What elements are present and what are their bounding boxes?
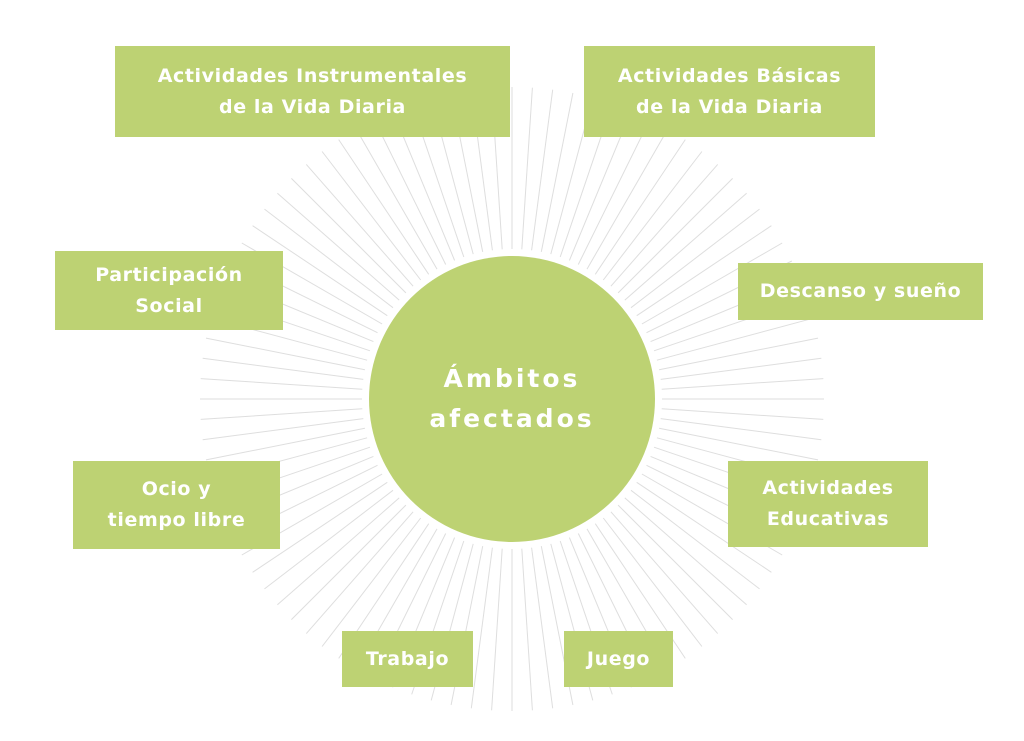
node-label: Actividades Instrumentales de la Vida Di…: [157, 64, 468, 118]
ray-line: [305, 511, 414, 634]
ray-line: [200, 378, 363, 390]
ray-line: [264, 489, 394, 590]
ray-line: [277, 497, 400, 606]
ray-line: [661, 408, 824, 420]
ray-line: [660, 357, 822, 380]
ray-line: [531, 547, 554, 709]
ray-line: [610, 511, 719, 634]
ray-line: [521, 548, 533, 711]
node-label: Participación Social: [95, 263, 243, 317]
node-juego: Juego: [564, 631, 673, 687]
ray-line: [470, 547, 493, 709]
node-label: Actividades Educativas: [762, 477, 894, 530]
ray-line: [540, 92, 574, 252]
ray-line: [321, 151, 422, 281]
node-label: Actividades Básicas de la Vida Diaria: [617, 64, 842, 118]
ray-line: [661, 378, 824, 390]
ray-line: [586, 128, 669, 270]
ray-line: [205, 427, 365, 461]
ray-line: [641, 242, 783, 325]
ray-line: [624, 192, 747, 301]
node-trabajo: Trabajo: [342, 631, 473, 687]
ray-line: [636, 225, 772, 317]
ray-line: [252, 481, 388, 573]
ray-line: [252, 225, 388, 317]
ray-line: [617, 504, 733, 620]
ray-line: [321, 517, 422, 647]
node-label: Ocio y tiempo libre: [107, 478, 246, 531]
ray-line: [291, 178, 407, 294]
node-participacion-social: Participación Social: [55, 251, 283, 330]
ray-line: [531, 89, 554, 251]
ray-line: [355, 128, 438, 270]
ray-line: [659, 337, 819, 371]
ray-line: [594, 139, 686, 275]
ray-line: [291, 504, 407, 620]
node-actividades-educativas: Actividades Educativas: [728, 461, 928, 547]
ray-line: [305, 164, 414, 287]
ray-line: [338, 139, 430, 275]
node-label: Descanso y sueño: [759, 280, 962, 302]
ray-line: [617, 178, 733, 294]
ray-line: [491, 548, 503, 711]
ray-line: [630, 208, 760, 309]
ray-line: [200, 408, 363, 420]
ray-line: [373, 118, 447, 265]
center-circle: Ámbitos afectados: [369, 256, 655, 542]
ray-line: [624, 497, 747, 606]
node-label: Juego: [586, 647, 651, 670]
ray-line: [205, 337, 365, 371]
ray-line: [656, 317, 814, 361]
node-actividades-basicas: Actividades Básicas de la Vida Diaria: [584, 46, 875, 137]
node-label: Trabajo: [365, 647, 450, 670]
ray-line: [202, 418, 364, 441]
ray-line: [602, 151, 703, 281]
ray-line: [264, 208, 394, 309]
center-label: Ámbitos afectados: [429, 364, 595, 433]
ray-line: [602, 517, 703, 647]
ray-line: [660, 418, 822, 441]
ray-line: [202, 357, 364, 380]
node-actividades-instrumentales: Actividades Instrumentales de la Vida Di…: [115, 46, 510, 137]
ray-line: [521, 87, 533, 250]
ray-line: [630, 489, 760, 590]
node-ocio-tiempo-libre: Ocio y tiempo libre: [73, 461, 280, 549]
ray-line: [636, 481, 772, 573]
ray-line: [610, 164, 719, 287]
ray-line: [577, 118, 651, 265]
ray-line: [659, 427, 819, 461]
node-descanso-sueno: Descanso y sueño: [738, 263, 983, 320]
ray-line: [277, 192, 400, 301]
